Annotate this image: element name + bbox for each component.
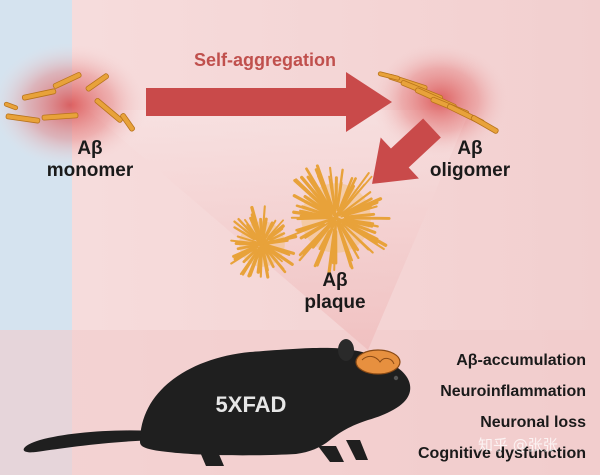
mouse-tail (23, 430, 171, 453)
plaque-fibril (233, 226, 256, 241)
plaque-fibril (341, 229, 360, 259)
watermark: 知乎 @张张 (478, 436, 558, 454)
monomer-glow (0, 43, 148, 167)
plaque-fibril (336, 222, 353, 268)
effect-accumulation: Aβ-accumulation (456, 352, 586, 369)
plaque-fibril (264, 238, 289, 245)
plaque-fibril (299, 209, 324, 217)
mouse-foot-front (318, 446, 344, 462)
mouse-body (140, 347, 411, 456)
plaque-fibril (269, 232, 286, 242)
monomer-label-line1: Aβ (77, 138, 103, 159)
plaque-fibril (242, 248, 258, 264)
effect-neuroinflammation: Neuroinflammation (440, 383, 586, 400)
plaque-fibril (294, 178, 327, 209)
plaque-fibril (297, 218, 332, 233)
plaque-fibril (340, 218, 377, 234)
plaque-fibril (340, 205, 378, 218)
plaque-fibril (328, 175, 336, 211)
plaque-large (284, 164, 391, 274)
plaque-fibril (262, 227, 284, 244)
mouse-silhouette (23, 339, 411, 466)
plaque-fibril (334, 184, 355, 220)
plaque-fibril (344, 218, 379, 228)
plaque-fibril (315, 222, 336, 267)
monomer-label-line2: monomer (46, 160, 134, 181)
plaque-formation-arrow (372, 118, 441, 184)
self-aggregation-arrow (146, 72, 392, 132)
plaque-fibril (346, 227, 370, 251)
plaque-fibril (263, 244, 294, 266)
plaque-fibril (336, 168, 344, 205)
plaque-fibril (337, 221, 358, 251)
mouse-foot-back (200, 452, 224, 466)
effect-neuronal-loss: Neuronal loss (480, 414, 586, 431)
plaque-fibril (317, 174, 336, 215)
plaque-label-line2: plaque (304, 292, 366, 313)
plaque-fibril (261, 245, 269, 272)
self-aggregation-label: Self-aggregation (193, 50, 336, 70)
mouse-foot-mid (346, 440, 368, 460)
effect-cognitive-dysfunction: Cognitive dysfunction (418, 445, 586, 462)
mouse-model-label: 5XFAD (215, 392, 287, 417)
plaque-fibril (304, 217, 337, 239)
plaque-fibril (232, 245, 257, 258)
mouse-brain (355, 349, 401, 375)
plaque-fibril (300, 175, 331, 212)
plaque-fibril (292, 210, 326, 219)
plaque-fibril (303, 195, 333, 216)
plaque-fibril (261, 221, 274, 244)
plaque-fibril (318, 230, 331, 251)
plaque-fibril (256, 251, 263, 274)
plaque-fibril (344, 197, 383, 216)
oligomer-label: Aβ oligomer (410, 138, 530, 182)
plaque-fibril (246, 223, 261, 242)
plaque-fibril (299, 223, 326, 240)
plaque-fibril (250, 205, 263, 243)
plaque-small (230, 205, 298, 279)
plaque-label-line1: Aβ (322, 270, 348, 291)
plaque-fibril (327, 228, 337, 274)
plaque-fibril (338, 191, 372, 217)
monomer-label: Aβ monomer (30, 138, 150, 182)
oligomer-label-line2: oligomer (429, 160, 511, 181)
plaque-fibril (247, 242, 264, 278)
plaque-fibril (342, 175, 373, 211)
plaque-fibril (265, 248, 287, 274)
plaque-fibril (237, 217, 258, 239)
plaque-fibril (298, 218, 336, 257)
monomer-fibrils (3, 72, 135, 132)
mouse-ear (338, 339, 354, 361)
plaque-fibril (239, 247, 261, 275)
plaque-fibril (343, 212, 376, 219)
oligomer-label-line1: Aβ (457, 138, 483, 159)
plaque-fibril (230, 239, 260, 245)
plaque-fibril (340, 220, 385, 251)
plaque-fibril (340, 172, 370, 212)
plaque-fibril (236, 235, 263, 245)
plaque-fibril (267, 219, 285, 238)
oligomer-fibrils (377, 71, 499, 134)
plaque-fibril (262, 244, 283, 263)
plaque-label: Aβ plaque (285, 270, 385, 314)
plaque-fibril (261, 217, 268, 241)
plaque-fibril (259, 217, 263, 236)
